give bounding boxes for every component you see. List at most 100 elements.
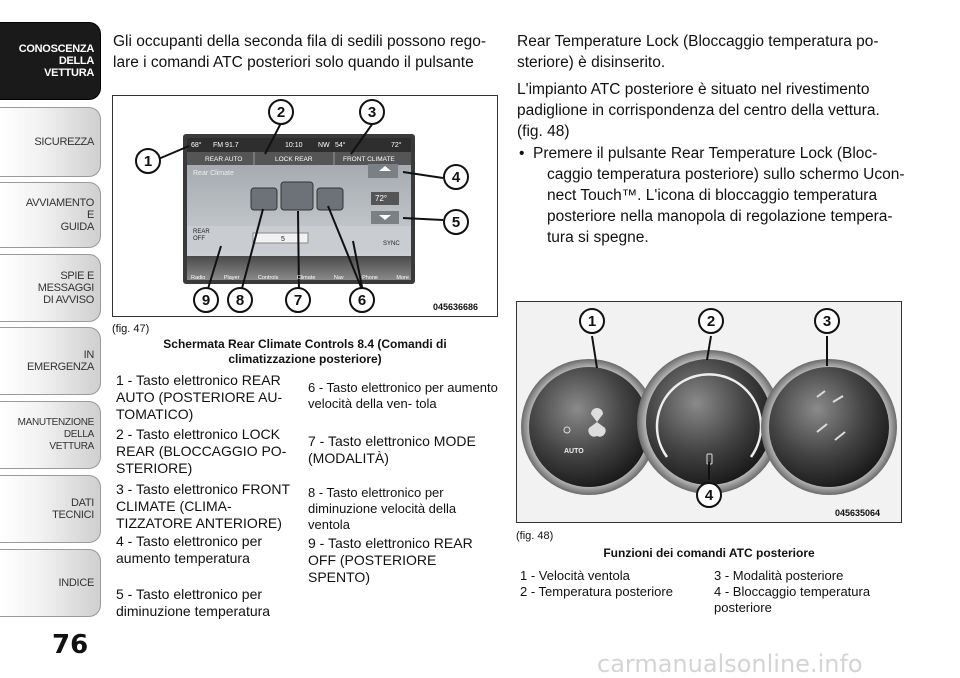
screen-time: 10:10 (285, 142, 303, 149)
fig48-legend-item-3: 3 - Modalità posteriore (714, 568, 844, 583)
tab-label: SPIE E (60, 270, 94, 282)
rear-auto-button[interactable]: REAR AUTO (205, 156, 243, 163)
callout-3: 3 (359, 99, 385, 125)
callout-2: 2 (268, 99, 294, 125)
figure-code: 045636686 (433, 302, 479, 312)
legend-item-7: 7 - Tasto elettronico MODE (MODALITÀ) (308, 433, 476, 466)
front-climate-button[interactable]: FRONT CLIMATE (343, 156, 395, 163)
callout-9: 9 (193, 287, 219, 313)
callout-5: 5 (443, 209, 469, 235)
legend-item-2: 2 - Tasto elettronico LOCK REAR (BLOCCAG… (116, 426, 287, 476)
figure-47-caption-line-2: climatizzazione posteriore) (228, 352, 382, 366)
tab-label: SICUREZZA (34, 136, 94, 148)
set-temperature: 72° (375, 194, 388, 203)
figure-code: 045635064 (835, 508, 881, 518)
tab-label: DELLA (58, 55, 94, 67)
bar-item[interactable]: Radio (191, 275, 206, 281)
legend-item-6: 6 - Tasto elettronico per aumento veloci… (308, 380, 498, 411)
figure-47: 68° FM 91.7 10:10 NW 54° 72° REAR AUTO L… (112, 95, 498, 317)
bullet-line-4: posteriore nella manopola di regolazione… (547, 208, 893, 225)
tab-label: MANUTENZIONE (17, 417, 95, 428)
legend-item-8: 8 - Tasto elettronico per diminuzione ve… (308, 485, 457, 532)
bar-item[interactable]: Controls (257, 275, 279, 281)
fan-level: 5 (281, 236, 285, 243)
bullet-line-2: caggio temperatura posteriore) sullo sch… (547, 166, 905, 183)
tab-conoscenza-della-vettura[interactable]: CONOSCENZA DELLA VETTURA (0, 22, 101, 100)
bullet-marker: • (519, 145, 525, 162)
figure-48-caption: Funzioni dei comandi ATC posteriore (603, 546, 815, 560)
tab-label: VETTURA (44, 67, 94, 79)
legend-item-3: 3 - Tasto elettronico FRONT CLIMATE (CLI… (116, 481, 290, 531)
screen-temp-left: 68° (191, 142, 202, 149)
callout-4: 4 (696, 482, 722, 508)
callout-3: 3 (814, 308, 840, 334)
figure-48: AUTO 1 2 3 4 045635064 (516, 301, 902, 523)
fig48-legend-item-4: 4 - Bloccaggio temperatura posteriore (714, 584, 871, 615)
rear-off-button[interactable]: REAR OFF (193, 229, 210, 242)
auto-label: AUTO (564, 448, 584, 455)
rear-climate-screen-illustration (155, 122, 444, 293)
callout-1: 1 (135, 148, 161, 174)
tab-indice[interactable]: INDICE (0, 549, 101, 617)
sync-button[interactable]: SYNC (383, 241, 400, 247)
callout-1: 1 (579, 308, 605, 334)
tab-label: DELLA (63, 429, 94, 440)
watermark: carmanualsonline.info (597, 650, 863, 678)
fig48-legend-item-2: 2 - Temperatura posteriore (520, 584, 673, 599)
tab-label: INDICE (58, 577, 95, 589)
rear-atc-controls-illustration (517, 302, 901, 522)
bar-item[interactable]: Climate (296, 275, 316, 281)
figure-47-label: (fig. 47) (112, 323, 150, 335)
para2-line-2: padiglione in corrispondenza del centro … (517, 102, 880, 119)
tab-label: TECNICI (52, 509, 94, 521)
tab-label: CONOSCENZA (18, 43, 95, 55)
tab-label: DATI (70, 497, 94, 509)
para1-line-1: Rear Temperature Lock (Bloccaggio temper… (517, 33, 879, 50)
tab-avviamento-e-guida[interactable]: AVVIAMENTO E GUIDA (0, 182, 101, 248)
lock-rear-button[interactable]: LOCK REAR (275, 156, 313, 163)
bar-item[interactable]: Phone (362, 275, 378, 281)
screen-outside-temp: 54° (335, 142, 346, 149)
tab-label: EMERGENZA (27, 361, 94, 373)
intro-line-2: lare i comandi ATC posteriori solo quand… (113, 54, 474, 71)
intro-line-1: Gli occupanti della seconda fila di sedi… (113, 33, 487, 50)
callout-7: 7 (285, 287, 311, 313)
callout-6: 6 (349, 287, 375, 313)
screen-temp-right: 72° (391, 142, 402, 149)
tab-label: VETTURA (49, 441, 94, 452)
bullet-line-1: Premere il pulsante Rear Temperature Loc… (533, 145, 878, 162)
bar-item[interactable]: More (396, 275, 409, 281)
tab-label: E (86, 209, 94, 221)
screen-bottom-bar: Radio Player Controls Climate Nav Phone … (191, 271, 409, 286)
page-number: 76 (52, 630, 89, 660)
tab-label: DI AVVISO (43, 294, 94, 306)
callout-8: 8 (227, 287, 253, 313)
figure-48-label: (fig. 48) (516, 530, 554, 542)
bar-item[interactable]: Player (223, 275, 240, 281)
legend-item-4: 4 - Tasto elettronico per aumento temper… (116, 533, 263, 566)
legend-item-1: 1 - Tasto elettronico REAR AUTO (POSTERI… (116, 372, 283, 422)
para2-line-3: (fig. 48) (517, 123, 570, 140)
tab-in-emergenza[interactable]: IN EMERGENZA (0, 327, 101, 395)
bar-item[interactable]: Nav (333, 275, 344, 281)
callout-2: 2 (698, 308, 724, 334)
para2-line-1: L'impianto ATC posteriore è situato nel … (517, 81, 870, 98)
tab-label: AVVIAMENTO (25, 197, 94, 209)
tab-label: GUIDA (60, 221, 95, 233)
figure-47-caption-line-1: Schermata Rear Climate Controls 8.4 (Com… (163, 337, 447, 351)
screen-title: Rear Climate (193, 170, 234, 177)
screen-radio: FM 91.7 (213, 142, 239, 149)
bullet-line-3: nect Touch™. L'icona di bloccaggio tempe… (547, 187, 878, 204)
fig48-legend-item-1: 1 - Velocità ventola (520, 568, 630, 583)
tab-dati-tecnici[interactable]: DATI TECNICI (0, 475, 101, 543)
para1-line-2: steriore) è disinserito. (517, 54, 666, 71)
tab-manutenzione[interactable]: MANUTENZIONE DELLA VETTURA (0, 401, 101, 469)
tab-sicurezza[interactable]: SICUREZZA (0, 107, 101, 177)
callout-4: 4 (443, 164, 469, 190)
bullet-line-5: tura si spegne. (547, 229, 649, 246)
tab-label: MESSAGGI (37, 282, 95, 294)
screen-compass: NW (318, 142, 330, 149)
tab-label: IN (83, 349, 95, 361)
tab-spie-e-messaggi[interactable]: SPIE E MESSAGGI DI AVVISO (0, 254, 101, 322)
legend-item-9: 9 - Tasto elettronico REAR OFF (POSTERIO… (308, 535, 473, 585)
